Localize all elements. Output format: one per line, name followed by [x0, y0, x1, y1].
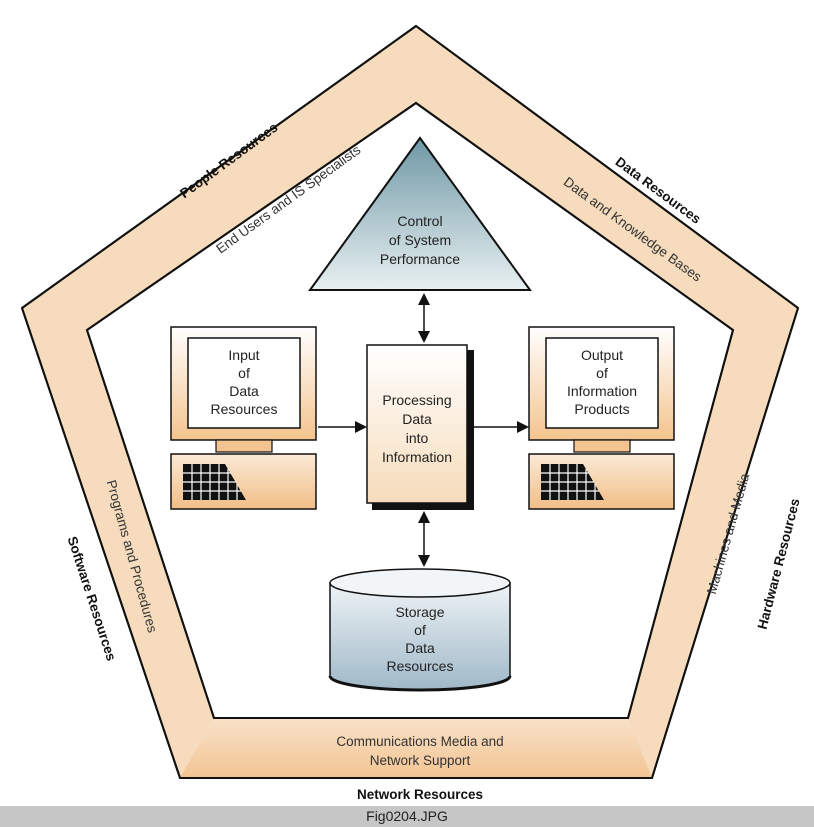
processing-label-line4: Information [382, 449, 452, 465]
storage-label-line1: Storage [395, 604, 444, 620]
output-label-line4: Products [574, 401, 629, 417]
processing-label-line2: Data [402, 411, 432, 427]
caption-bar: Fig0204.JPG [0, 806, 814, 827]
storage-base-rim [328, 675, 512, 692]
input-label-line3: Data [229, 383, 259, 399]
output-screen [545, 337, 659, 429]
output-key-lines [541, 464, 599, 500]
control-label-line2: of System [389, 232, 451, 248]
output-label-line1: Output [581, 347, 623, 363]
storage-label-line3: Data [405, 640, 435, 656]
input-neck [215, 439, 273, 453]
storage-cylinder [328, 568, 512, 692]
input-screen [187, 337, 301, 429]
output-label-line2: of [596, 365, 608, 381]
network-resources-detail-line2: Network Support [370, 753, 471, 768]
input-label-line4: Resources [211, 401, 278, 417]
storage-label-line4: Resources [387, 658, 454, 674]
control-label-line3: Performance [380, 251, 460, 267]
network-band-shading [180, 718, 652, 778]
network-resources-title: Network Resources [357, 787, 483, 802]
processing-box [366, 344, 468, 504]
storage-label-line2: of [414, 622, 426, 638]
input-key-lines [183, 464, 241, 500]
information-system-diagram: End Users and IS Specialists People Reso… [20, 24, 803, 802]
input-label-line1: Input [228, 347, 259, 363]
resource-band-outline [20, 24, 800, 779]
output-label-line3: Information [567, 383, 637, 399]
control-label-line1: Control [397, 213, 442, 229]
processing-label-line3: into [406, 430, 429, 446]
hardware-resources-title: Hardware Resources [755, 497, 803, 631]
network-resources-detail-line1: Communications Media and [336, 734, 503, 749]
processing-label-line1: Processing [382, 392, 451, 408]
control-triangle [308, 136, 532, 291]
input-label-line2: of [238, 365, 250, 381]
output-neck [573, 439, 631, 453]
output-terminal [528, 326, 675, 510]
figure-caption: Fig0204.JPG [366, 808, 448, 824]
storage-top [329, 568, 511, 598]
input-terminal [170, 326, 317, 510]
